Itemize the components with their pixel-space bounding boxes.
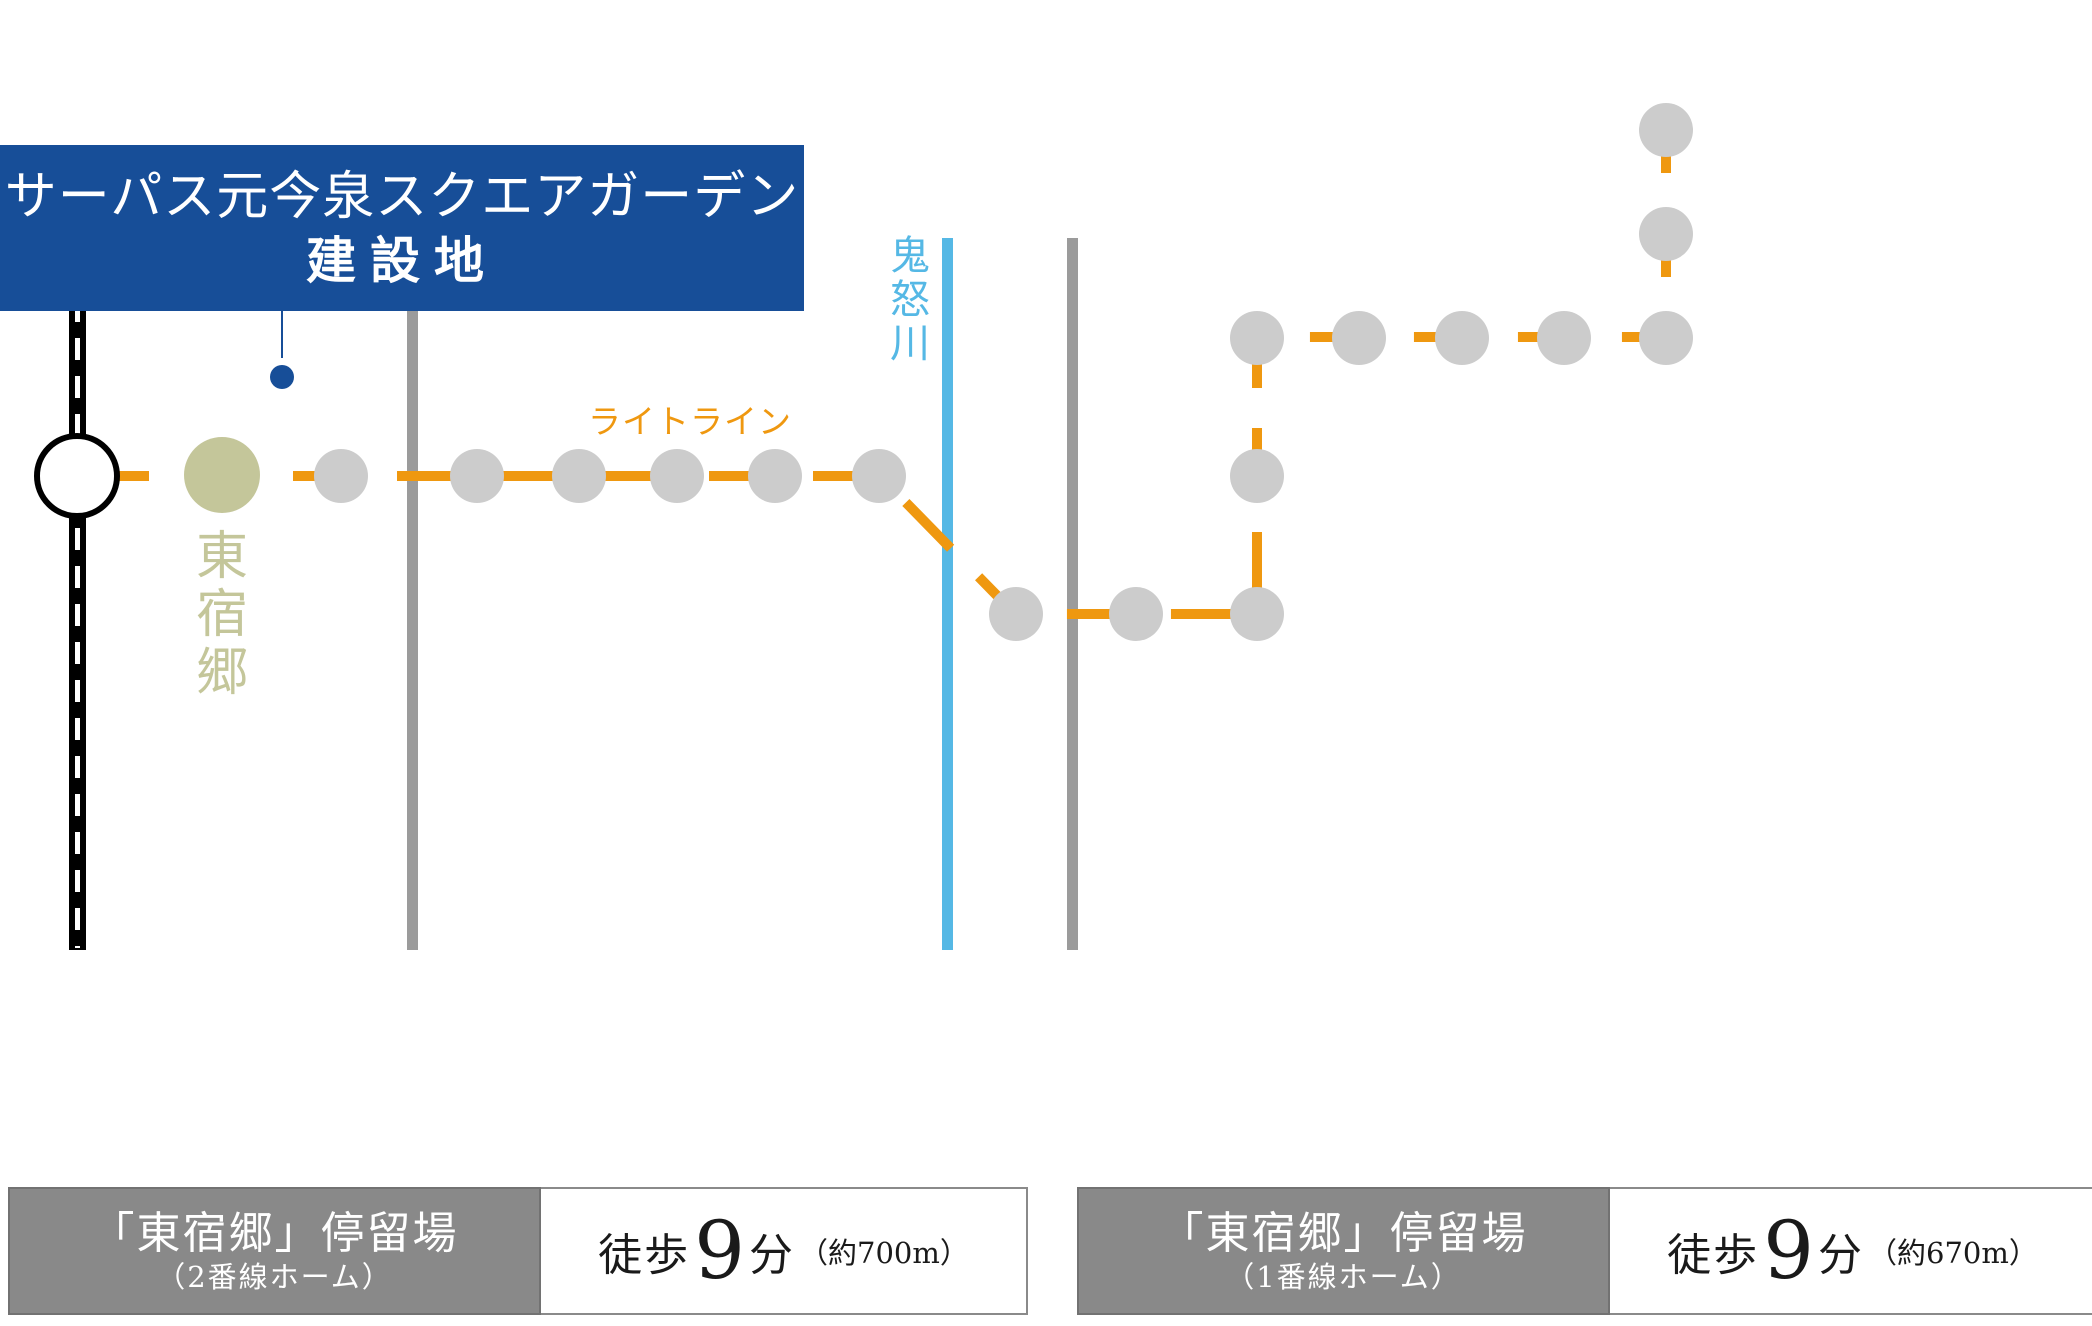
- stop-marker: [1230, 449, 1284, 503]
- road-1: [407, 296, 418, 950]
- stop-marker: [1109, 587, 1163, 641]
- walk-minutes: 9: [1763, 1204, 1815, 1297]
- walk-minutes-unit: 分: [749, 1230, 794, 1281]
- walk-time: 徒歩 9 分 （約670m）: [1610, 1187, 2092, 1315]
- walk-minutes: 9: [694, 1204, 746, 1297]
- stop-name: 「東宿郷」停留場: [1159, 1208, 1528, 1259]
- stop-marker: [1639, 207, 1693, 261]
- stop-info-platform-2: 「東宿郷」停留場 （2番線ホーム） 徒歩 9 分 （約700m）: [8, 1187, 1028, 1315]
- stop-info-label: 「東宿郷」停留場 （1番線ホーム）: [1077, 1187, 1610, 1315]
- vertical-char: 鬼: [890, 233, 930, 279]
- river: [942, 238, 953, 950]
- site-label-text: 建設地: [306, 231, 498, 290]
- featured-stop-marker: [184, 437, 260, 513]
- stop-platform: （2番線ホーム）: [156, 1260, 393, 1294]
- vertical-char: 川: [890, 321, 930, 367]
- stop-marker: [552, 449, 606, 503]
- tram-line-name: ライトライン: [588, 402, 792, 441]
- walk-distance: （約670m）: [1868, 1236, 2038, 1270]
- stop-info-platform-1: 「東宿郷」停留場 （1番線ホーム） 徒歩 9 分 （約670m）: [1077, 1187, 2092, 1315]
- stop-platform: （1番線ホーム）: [1225, 1260, 1462, 1294]
- vertical-char: 宿: [195, 585, 248, 645]
- vertical-char: 郷: [195, 643, 248, 703]
- stop-marker: [989, 587, 1043, 641]
- stop-marker: [852, 449, 906, 503]
- stop-marker: [1639, 103, 1693, 157]
- road-2: [1067, 238, 1078, 950]
- vertical-char: 東: [195, 527, 248, 587]
- walk-label: 徒歩: [598, 1230, 691, 1281]
- site-marker: [270, 365, 294, 389]
- stop-marker: [1230, 311, 1284, 365]
- stop-marker: [450, 449, 504, 503]
- site-name: サーパス元今泉スクエアガーデン: [4, 167, 800, 227]
- stop-marker: [1230, 587, 1284, 641]
- river-name: 鬼怒川: [884, 234, 936, 366]
- railway-station-marker: [34, 433, 120, 519]
- stop-marker: [650, 449, 704, 503]
- stop-info-label: 「東宿郷」停留場 （2番線ホーム）: [8, 1187, 541, 1315]
- walk-time: 徒歩 9 分 （約700m）: [541, 1187, 1028, 1315]
- stop-marker: [314, 449, 368, 503]
- site-label: サーパス元今泉スクエアガーデン 建設地: [0, 145, 804, 311]
- stop-marker: [1435, 311, 1489, 365]
- tram-stops: [314, 103, 1693, 641]
- stop-marker: [1332, 311, 1386, 365]
- railway-line: [69, 296, 86, 950]
- stop-name: 「東宿郷」停留場: [90, 1208, 459, 1259]
- walk-label: 徒歩: [1667, 1230, 1760, 1281]
- walk-minutes-unit: 分: [1818, 1230, 1863, 1281]
- stop-marker: [1639, 311, 1693, 365]
- stop-marker: [748, 449, 802, 503]
- walk-distance: （約700m）: [799, 1236, 969, 1270]
- vertical-char: 怒: [890, 277, 930, 323]
- station-name: 東宿郷: [190, 528, 254, 702]
- stop-marker: [1537, 311, 1591, 365]
